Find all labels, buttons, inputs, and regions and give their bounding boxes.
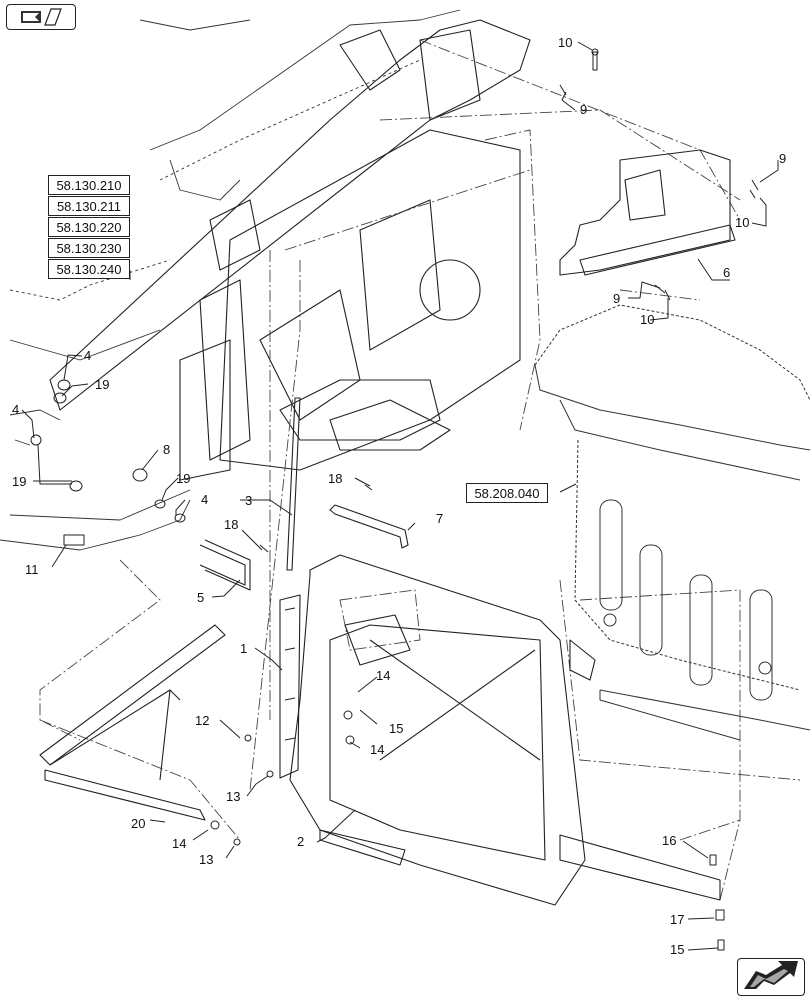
next-page-button[interactable]: [737, 958, 805, 996]
part-6-shield-plate: [559, 149, 736, 276]
callout-number: 4: [84, 348, 92, 363]
reference-box[interactable]: 58.130.240: [48, 259, 130, 279]
callout-number: 9: [613, 291, 621, 306]
callout-number: 15: [389, 721, 404, 736]
callout-number: 7: [436, 511, 444, 526]
return-to-index-icon: [21, 8, 62, 26]
callout-number: 20: [131, 816, 146, 831]
callout-number: 13: [226, 789, 241, 804]
callout-number: 4: [12, 402, 20, 417]
callout-number: 15: [670, 942, 685, 957]
part-7-u-bracket: [329, 504, 409, 549]
reference-box[interactable]: 58.130.211: [48, 196, 130, 216]
part-1-bracket: [279, 594, 301, 779]
leader-lines: [21, 41, 779, 951]
callout-number: 5: [197, 590, 205, 605]
callout-number: 9: [580, 102, 588, 117]
callout-number: 14: [370, 742, 385, 757]
callout-number: 11: [25, 562, 39, 577]
callout-number: 9: [779, 151, 787, 166]
callout-number: 14: [172, 836, 187, 851]
reference-box[interactable]: 58.130.210: [48, 175, 130, 195]
callout-number: 17: [670, 912, 685, 927]
callout-number: 10: [640, 312, 655, 327]
phantom-lines: [39, 39, 801, 901]
callout-number: 2: [297, 834, 305, 849]
callout-number: 19: [12, 474, 27, 489]
reference-box[interactable]: 58.208.040: [466, 483, 548, 503]
right-hood: [534, 304, 811, 741]
part-20-triangle-bracket: [39, 624, 226, 821]
callout-number: 19: [176, 471, 191, 486]
callout-number: 18: [328, 471, 343, 486]
callout-number: 8: [163, 442, 171, 457]
hardware: [30, 48, 759, 951]
part-5-u-bolt: [199, 539, 251, 591]
callout-number: 1: [240, 641, 248, 656]
callout-number: 19: [95, 377, 110, 392]
next-page-arrow-icon: [744, 961, 798, 989]
part-3-rod: [286, 397, 301, 571]
callout-number: 12: [195, 713, 210, 728]
callout-number: 10: [735, 215, 750, 230]
callout-number: 10: [558, 35, 573, 50]
reference-box[interactable]: 58.130.220: [48, 217, 130, 237]
reference-box[interactable]: 58.130.230: [48, 238, 130, 258]
callout-number: 6: [723, 265, 731, 280]
background-frame: [0, 9, 461, 551]
part-2-frame: [289, 554, 721, 906]
callout-number: 3: [245, 493, 253, 508]
callout-number: 13: [199, 852, 214, 867]
callout-number: 14: [376, 668, 391, 683]
callout-number: 16: [662, 833, 677, 848]
index-button[interactable]: [6, 4, 76, 30]
callout-number: 4: [201, 492, 209, 507]
callout-number: 18: [224, 517, 239, 532]
